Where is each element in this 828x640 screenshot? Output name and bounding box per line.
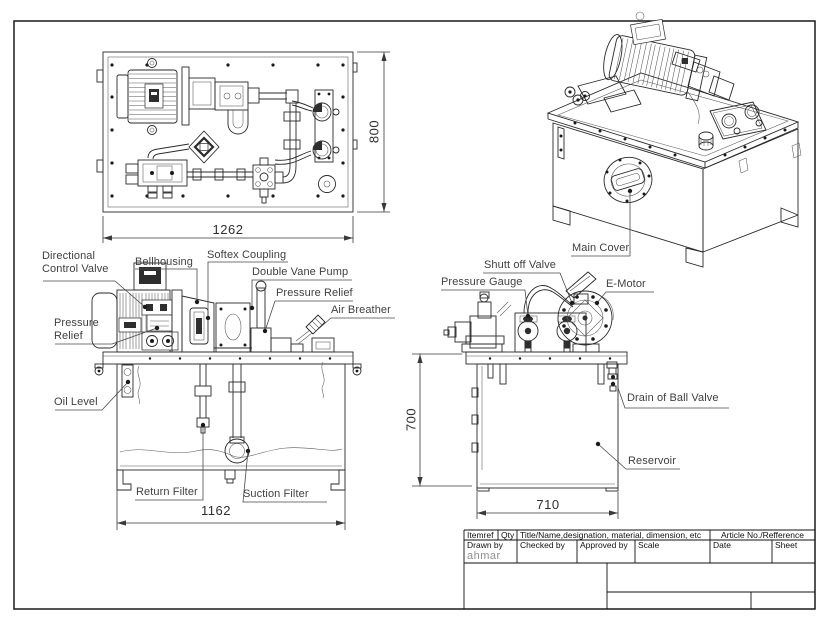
side-view-gauges	[514, 312, 587, 353]
dimension-top-depth	[357, 51, 390, 213]
label-shut-off-valve: Shutt off Valve	[484, 259, 557, 271]
dim-text-1162: 1162	[201, 503, 231, 518]
titleblock-approved-by: Approved by	[580, 540, 628, 550]
front-view-suction-filter	[224, 364, 250, 464]
titleblock-itemref: Itemref	[467, 529, 494, 540]
label-air-breather: Air Breather	[331, 304, 391, 316]
side-view-plate	[465, 351, 628, 385]
dim-text-710: 710	[536, 497, 560, 512]
label-oil-level: Oil Level	[54, 396, 98, 408]
title-block-grid	[463, 529, 815, 609]
front-view-return-filter	[194, 364, 212, 434]
side-view-tank	[471, 363, 619, 492]
front-view-control-valves	[141, 299, 179, 351]
label-pressure-relief-left: Pressure Relief	[54, 317, 99, 342]
top-view-pump-group	[188, 77, 260, 135]
titleblock-title-name: Title/Name,designation, material, dimens…	[520, 529, 702, 540]
titleblock-sheet: Sheet	[775, 540, 798, 550]
titleblock-article-no: Article No./Refference	[721, 529, 804, 540]
dimension-top-width	[102, 216, 354, 243]
side-view	[412, 271, 628, 519]
front-view-air-breather	[295, 314, 335, 353]
titleblock-date: Date	[713, 540, 731, 550]
iso-air-breather	[698, 131, 714, 151]
dim-text-1262: 1262	[212, 222, 244, 237]
side-view-shutoff-valve	[496, 271, 597, 317]
oil-level-gauge	[121, 364, 134, 398]
label-double-vane-pump: Double Vane Pump	[252, 266, 349, 278]
side-view-motor	[557, 290, 614, 353]
titleblock-drawn-by-value: ahmar	[467, 550, 501, 562]
dimension-side-width	[476, 492, 619, 519]
top-view-gauge-panel	[312, 89, 340, 193]
label-softex-coupling: Softex Coupling	[207, 249, 287, 261]
titleblock-qty: Qty	[501, 529, 515, 540]
label-return-filter: Return Filter	[136, 486, 198, 498]
titleblock-drawn-by: Drawn by	[467, 540, 503, 550]
label-pressure-relief-upper: Pressure Relief	[276, 287, 353, 299]
front-view-tank	[116, 361, 346, 491]
dimension-front-width	[116, 474, 346, 530]
label-directional-control-valve: Directional Control Valve	[42, 250, 109, 275]
dimension-side-height	[412, 353, 472, 487]
top-view	[96, 51, 390, 243]
label-main-cover: Main Cover	[572, 242, 630, 254]
label-pressure-gauge: Pressure Gauge	[441, 276, 523, 288]
front-view-bellhousing	[171, 289, 215, 353]
top-view-bolt-dots	[110, 63, 345, 198]
titleblock-scale: Scale	[638, 540, 660, 550]
titleblock-checked-by: Checked by	[520, 540, 565, 550]
front-view-pump	[214, 280, 304, 353]
dim-text-800: 800	[366, 119, 382, 144]
front-view	[91, 262, 362, 530]
front-view-plate	[94, 351, 362, 376]
iso-gauge-panel	[709, 101, 767, 140]
label-reservoir: Reservoir	[628, 455, 676, 467]
iso-motor-pump-group	[564, 11, 735, 125]
iso-main-cover	[603, 156, 653, 204]
leader-lines	[43, 192, 729, 503]
top-view-valve-cross	[252, 157, 284, 204]
label-e-motor: E-Motor	[606, 278, 646, 290]
side-view-pump	[443, 291, 505, 353]
iso-tank	[546, 72, 802, 268]
isometric-view	[546, 11, 802, 268]
top-view-piping	[147, 89, 314, 184]
label-suction-filter: Suction Filter	[243, 488, 309, 500]
dim-text-700: 700	[403, 407, 419, 432]
sheet-border	[13, 20, 816, 610]
top-view-manifold	[125, 159, 188, 199]
label-drain-of-ball-valve: Drain of Ball Valve	[627, 392, 719, 404]
side-view-drain-valve	[606, 361, 618, 392]
top-view-motor	[116, 58, 190, 135]
label-bellhousing: Bellhousing	[135, 256, 193, 268]
